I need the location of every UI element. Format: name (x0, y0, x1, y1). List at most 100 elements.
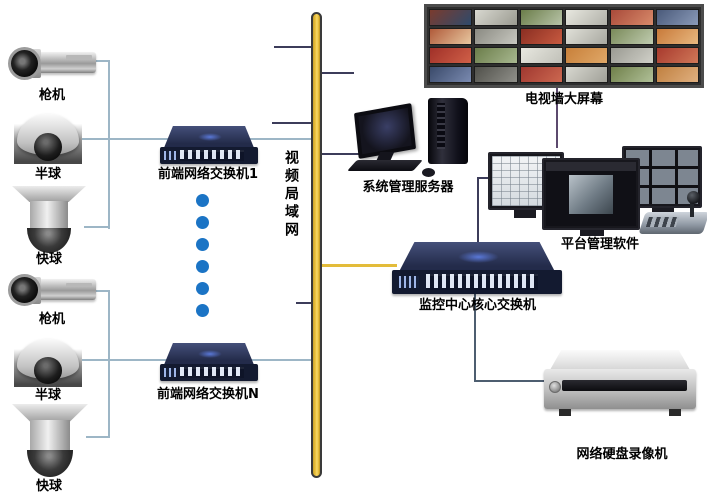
tv-wall-cell (610, 9, 654, 26)
backbone-stub-switch1 (272, 122, 312, 124)
ellipsis-dot (196, 216, 209, 229)
bullet-camera-lens (8, 274, 42, 307)
server-mouse (422, 168, 435, 177)
front-switch-1 (160, 126, 258, 164)
speed-dome-glass (26, 228, 72, 253)
switch-ports (179, 149, 245, 161)
cable-speeddome2-junction (86, 436, 110, 438)
tv-wall-cell (429, 28, 473, 45)
cable-junction1-vertical (108, 60, 110, 229)
switch-leds (163, 367, 176, 377)
tv-wall-grid (429, 9, 699, 83)
front-switch-n (160, 343, 258, 381)
cable-junction2-vertical (108, 290, 110, 438)
backbone-stub-top-left (274, 46, 312, 48)
speed-dome-camera-1-label: 快球 (35, 252, 62, 267)
joystick-knob (686, 191, 700, 205)
speed-dome-mount (12, 186, 86, 203)
monitor-center-screen (546, 162, 636, 226)
speed-dome-body (30, 420, 70, 456)
speed-dome-glass (27, 449, 73, 477)
tv-wall-cell (564, 9, 609, 26)
nvr-foot (668, 409, 681, 416)
core-switch (392, 242, 562, 294)
ellipsis-dot (196, 282, 209, 295)
dome-camera-2 (14, 334, 82, 387)
tv-wall-cell (564, 28, 609, 45)
management-workstation-label: 平台管理软件 (560, 237, 639, 252)
tv-wall-cell (655, 47, 699, 64)
ellipsis-dot (196, 304, 209, 317)
speed-dome-camera-2 (12, 404, 88, 478)
switch-front-face (392, 270, 562, 294)
tv-wall (424, 4, 704, 88)
tv-wall-cell (519, 47, 563, 64)
switch-top-face (398, 242, 556, 273)
tv-wall-cell (564, 47, 609, 64)
cable-backbone-server (321, 153, 359, 155)
monitor-center-stand (580, 230, 604, 236)
ellipsis-dot (196, 260, 209, 273)
joystick-stick (690, 202, 695, 217)
monitor-left-stand (514, 210, 536, 218)
bullet-camera-2 (8, 272, 96, 312)
dome-camera-glass (33, 132, 63, 161)
tv-wall-cell (429, 66, 473, 83)
switch-leds (398, 276, 420, 289)
backbone-stub-mid-left (296, 302, 312, 304)
cable-backbone-coreswitch (321, 264, 397, 267)
nvr-dial (548, 380, 561, 393)
dome-camera-2-label: 半球 (34, 388, 61, 403)
tv-wall-cell (429, 47, 473, 64)
joystick-base (638, 211, 707, 234)
backbone-stub-top-right (321, 72, 354, 74)
tv-wall-cell (564, 66, 609, 83)
switch-top-face (163, 126, 255, 149)
ellipsis-dots (196, 194, 209, 317)
tv-wall-cell (519, 28, 563, 45)
bullet-camera-body (30, 51, 96, 74)
switch-front-face (160, 146, 258, 164)
tv-wall-cell (655, 28, 699, 45)
bullet-camera-2-label: 枪机 (38, 312, 65, 327)
core-switch-label: 监控中心核心交换机 (418, 298, 536, 313)
video-lan-backbone-bar (311, 12, 322, 478)
nvr-foot (559, 409, 572, 416)
server-monitor (353, 103, 417, 159)
management-workstation (486, 136, 707, 236)
tv-wall-cell (610, 66, 654, 83)
tv-wall-cell (519, 66, 563, 83)
bullet-camera-lens (8, 46, 42, 81)
bullet-camera-1-label: 枪机 (38, 88, 65, 103)
tv-wall-cell (474, 47, 518, 64)
tv-wall-cell (610, 47, 654, 64)
dome-camera-1-label: 半球 (34, 167, 61, 182)
cable-tvwall-management (556, 86, 558, 148)
dome-camera-1 (14, 108, 82, 164)
server-tower (428, 98, 468, 164)
video-lan-label: 视频局域网 (283, 150, 299, 240)
speed-dome-camera-1 (12, 186, 86, 254)
tv-wall-cell (655, 66, 699, 83)
server-keyboard (347, 160, 423, 171)
cable-management-coreswitch (477, 177, 479, 243)
monitor-center (542, 158, 640, 230)
switch-top-face (163, 343, 255, 366)
switch-leds (163, 150, 176, 160)
network-video-recorder-label: 网络硬盘录像机 (576, 447, 668, 462)
ellipsis-dot (196, 238, 209, 251)
ellipsis-dot (196, 194, 209, 207)
management-server-label: 系统管理服务器 (362, 180, 454, 195)
tv-wall-cell (655, 9, 699, 26)
front-switch-n-label: 前端网络交换机N (157, 387, 259, 402)
tv-wall-cell (474, 66, 518, 83)
tv-wall-cell (474, 28, 518, 45)
nvr-front-face (544, 368, 696, 410)
switch-ports (179, 366, 245, 378)
cable-speeddome1-junction (84, 226, 110, 228)
cable-coreswitch-nvr (474, 380, 546, 382)
cable-bullet1-junction (92, 60, 110, 62)
network-video-recorder (544, 350, 696, 416)
tv-wall-cell (474, 9, 518, 26)
